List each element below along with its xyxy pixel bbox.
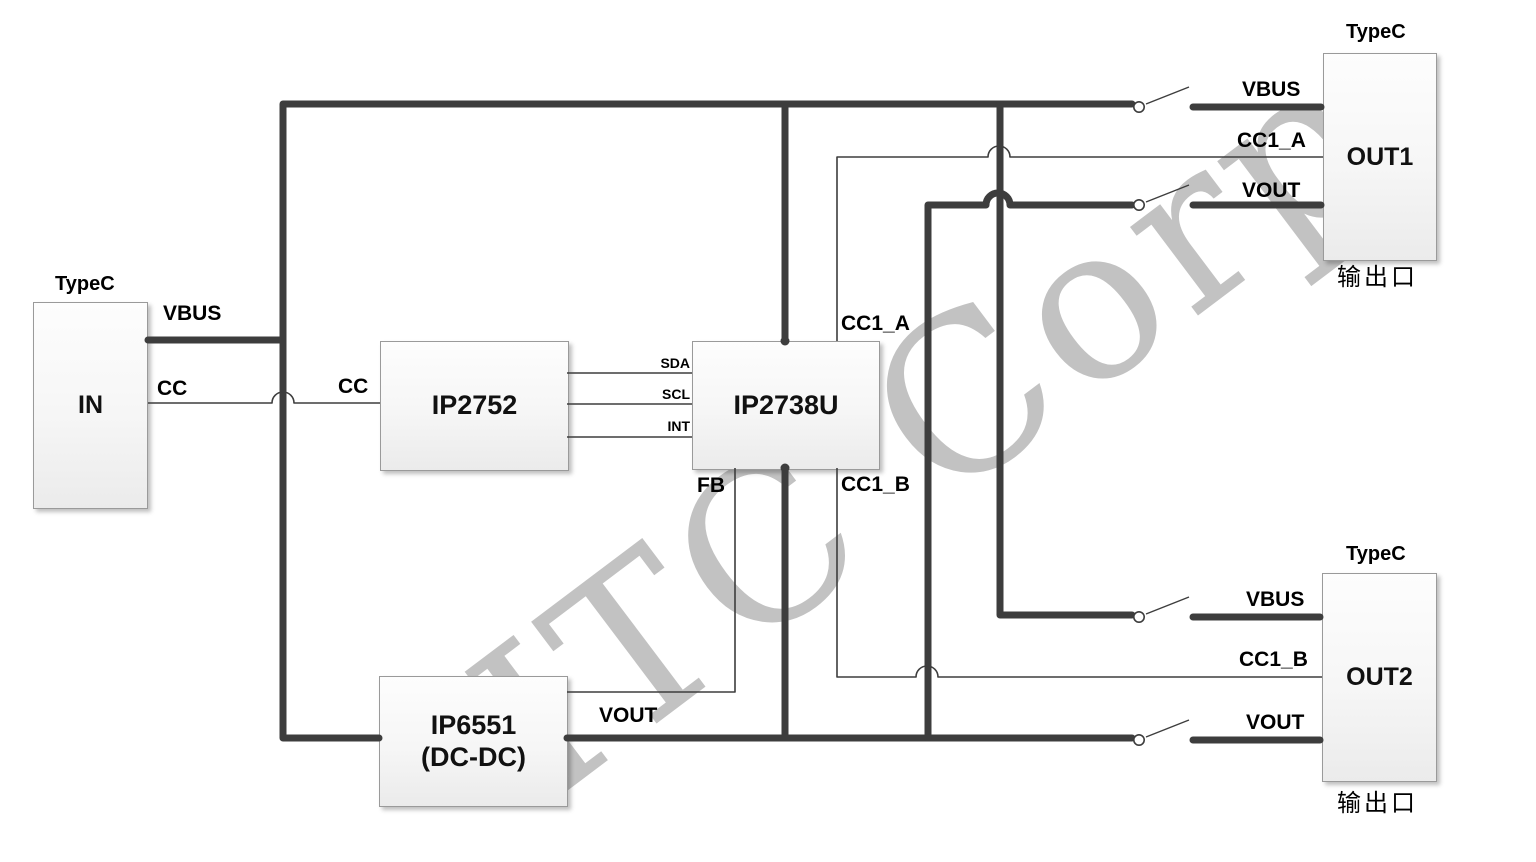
wire-cc1a <box>836 145 1323 341</box>
wire-vout-to-out1 <box>924 189 1136 742</box>
label-cc-mid: CC <box>338 375 369 398</box>
label-sda: SDA <box>660 355 690 371</box>
caption-out2: 输出口 <box>1337 790 1418 817</box>
label-int: INT <box>667 418 690 434</box>
switch-lever-vbus-out1 <box>1145 86 1190 105</box>
block-typec-out2: OUT2 <box>1322 573 1437 782</box>
label-vout-out2: VOUT <box>1246 711 1305 734</box>
switch-pivot-vbus-out1 <box>1133 101 1146 114</box>
label-cc1a-out1: CC1_A <box>1237 129 1306 152</box>
title-typec-out1: TypeC <box>1346 21 1406 43</box>
label-vout-out1: VOUT <box>1242 179 1301 202</box>
switch-lever-vbus-out2 <box>1145 596 1190 615</box>
wire-fb <box>567 468 736 693</box>
label-cc1b-mid: CC1_B <box>841 473 910 496</box>
label-cc1a-mid: CC1_A <box>841 312 910 335</box>
label-vbus-in: VBUS <box>163 302 222 325</box>
switch-pivot-vbus-out2 <box>1133 610 1146 623</box>
block-typec-out1: OUT1 <box>1323 53 1437 261</box>
caption-out1: 输出口 <box>1337 264 1418 291</box>
block-ip6551-label-line2: (DC-DC) <box>421 741 526 772</box>
block-typec-in-label: IN <box>78 391 103 420</box>
block-typec-out2-label: OUT2 <box>1346 663 1413 692</box>
title-typec-out2: TypeC <box>1346 543 1406 565</box>
block-ip6551: IP6551 (DC-DC) <box>379 676 568 807</box>
wire-vbus-to-out2 <box>996 100 1136 619</box>
label-vout-mid: VOUT <box>599 704 658 727</box>
switch-pivot-vout-out1 <box>1133 199 1146 212</box>
switch-lever-vout-out2 <box>1145 719 1190 738</box>
block-ip2738u-label: IP2738U <box>733 389 839 420</box>
block-ip2738u: IP2738U <box>692 341 880 470</box>
watermark-text: ITC Corp. <box>429 0 1488 845</box>
switch-lever-vout-out1 <box>1145 184 1190 203</box>
label-cc1b-out2: CC1_B <box>1239 648 1308 671</box>
block-ip2752: IP2752 <box>380 341 569 471</box>
label-vbus-out1: VBUS <box>1242 78 1301 101</box>
block-ip6551-label-line1: IP6551 <box>430 710 517 741</box>
label-vbus-out2: VBUS <box>1246 588 1305 611</box>
block-typec-out1-label: OUT1 <box>1346 142 1414 171</box>
switch-pivot-vout-out2 <box>1133 733 1146 746</box>
block-typec-in: IN <box>33 302 148 509</box>
label-cc-in: CC <box>157 377 188 400</box>
label-scl: SCL <box>662 386 690 402</box>
label-fb: FB <box>697 474 725 497</box>
title-typec-in: TypeC <box>55 273 115 295</box>
wire-cc1b <box>836 468 1322 678</box>
block-ip2752-label: IP2752 <box>431 390 518 421</box>
